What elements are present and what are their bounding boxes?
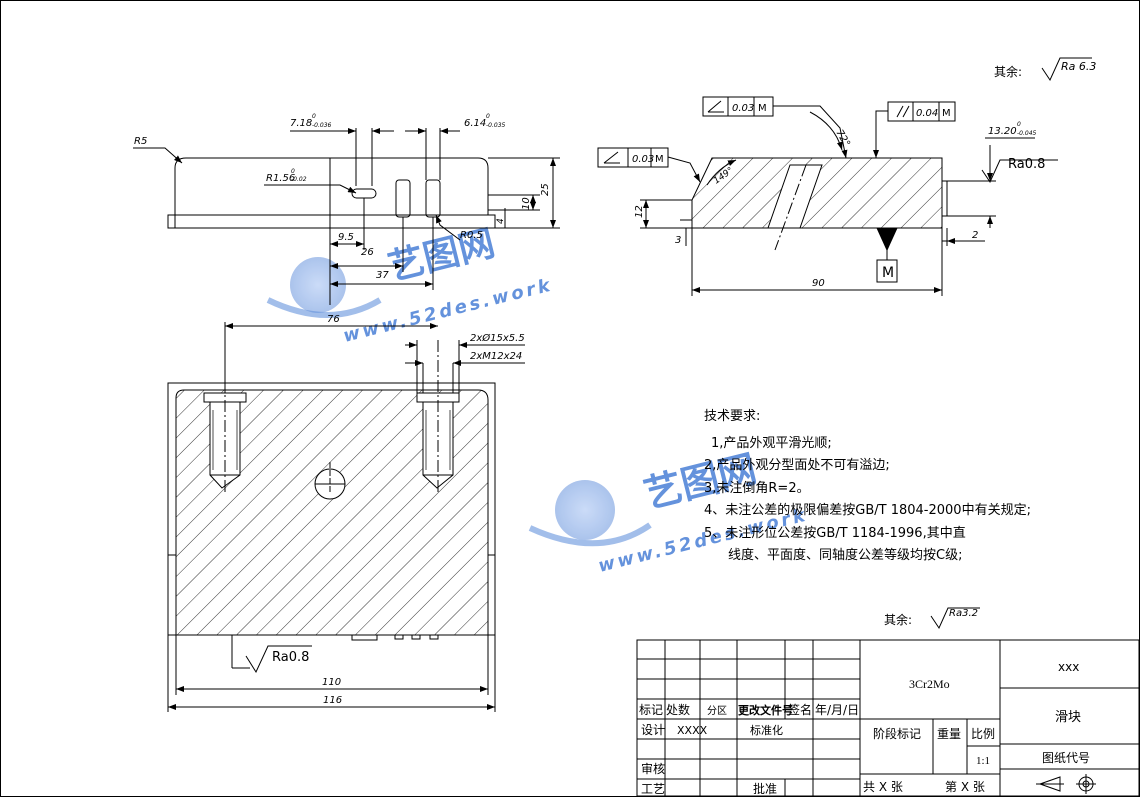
datum-label: M <box>882 265 894 281</box>
dim-2: 2 <box>972 230 978 241</box>
watermark-1: 艺图网 www.52des.work <box>266 223 555 347</box>
tb-part-name: 滑块 <box>1055 710 1081 725</box>
dim-110: 110 <box>322 677 341 688</box>
tb-change-doc: 更改文件号 <box>738 703 793 717</box>
tech-item: 2,产品外观分型面处不可有溢边; <box>704 458 890 473</box>
tech-title: 技术要求: <box>704 409 761 424</box>
watermark-globe-icon <box>555 480 615 540</box>
title-block <box>636 639 1140 797</box>
dim-13-20-tol: -0.045 <box>1017 130 1037 137</box>
dim-6-14-tol: -0.035 <box>486 122 506 129</box>
roughness-other-label: 其余: <box>884 612 912 627</box>
watermark-globe-icon <box>290 257 346 313</box>
fc3-tolerance: 0.04 <box>916 108 938 119</box>
dim-tol-zero: 0 <box>312 113 316 120</box>
tech-item: 1,产品外观平滑光顺; <box>711 435 832 451</box>
roughness-other-bottom: 其余: Ra3.2 <box>884 607 980 630</box>
dim-116: 116 <box>323 695 342 706</box>
hole-callout-1: 2xØ15x5.5 <box>470 332 525 344</box>
tb-zone: 分区 <box>707 705 727 717</box>
tb-design-value: XXXX <box>677 724 708 737</box>
tb-review: 审核 <box>641 761 665 776</box>
roughness-value: Ra3.2 <box>949 608 978 619</box>
roughness-other-label: 其余: <box>994 64 1022 79</box>
side-ra-0-8: Ra0.8 <box>1008 157 1045 172</box>
tech-item: 线度、平面度、同轴度公差等级均按C级; <box>728 548 963 563</box>
dim-7-18-tol: -0.036 <box>312 122 332 129</box>
tb-scale-value: 1:1 <box>976 755 990 767</box>
dim-r1-56-tol: -0.02 <box>291 176 307 183</box>
hole-callout-2: 2xM12x24 <box>470 351 522 362</box>
side-view-labels: 0.03 M 0.03 M 0.04 M 72° 149° 13.20 0 -0… <box>632 103 1045 289</box>
title-block-labels: 标记 处数 分区 更改文件号 签名 年/月/日 设计 XXXX 标准化 审核 工… <box>639 660 1090 796</box>
fc3-datum: M <box>942 108 951 119</box>
fc1-tolerance: 0.03 <box>632 154 654 165</box>
dim-76: 76 <box>327 314 340 325</box>
tb-process: 工艺 <box>641 782 665 796</box>
tb-sheet-num: 第 X 张 <box>945 780 985 794</box>
dim-4: 4 <box>496 218 506 224</box>
section-view <box>167 322 525 712</box>
dim-r1-56: R1.56 <box>266 173 295 184</box>
tb-standardize: 标准化 <box>750 723 783 737</box>
tb-sign: 签名 <box>788 702 812 717</box>
tb-scale-label: 比例 <box>971 727 995 741</box>
side-view <box>597 96 1058 296</box>
tb-count: 处数 <box>666 702 690 717</box>
tb-mark: 标记 <box>639 703 663 717</box>
fc2-tolerance: 0.03 <box>732 103 754 114</box>
dim-90: 90 <box>812 278 825 289</box>
dim-25: 25 <box>540 183 551 196</box>
tb-design: 设计 <box>641 723 665 737</box>
dim-12: 12 <box>634 205 645 218</box>
dim-tol-zero: 0 <box>291 168 295 175</box>
fc2-datum: M <box>758 103 767 114</box>
tech-item: 4、未注公差的极限偏差按GB/T 1804-2000中有关规定; <box>704 503 1031 518</box>
technical-requirements: 技术要求: 1,产品外观平滑光顺; 2,产品外观分型面处不可有溢边; 3,未注倒… <box>704 406 1031 568</box>
dim-r0-5: R0.5 <box>460 230 483 241</box>
roughness-other-top: 其余: Ra 6.3 <box>994 57 1096 82</box>
section-view-labels: 76 2xØ15x5.5 2xM12x24 Ra0.8 110 116 <box>272 314 525 706</box>
dim-3: 3 <box>675 235 681 246</box>
angle-72: 72° <box>833 128 851 149</box>
dim-tol-zero: 0 <box>486 113 490 120</box>
dim-tol-zero: 0 <box>1017 121 1021 128</box>
tb-material: 3Cr2Mo <box>909 677 950 691</box>
tb-date: 年/月/日 <box>815 703 859 717</box>
top-view-labels: R5 7.18 0 -0.036 6.14 0 -0.035 R1.56 0 -… <box>134 113 551 281</box>
dim-9-5: 9.5 <box>338 232 354 243</box>
dim-7-18: 7.18 <box>290 118 312 129</box>
tech-item: 3,未注倒角R=2。 <box>704 480 810 496</box>
tb-stage-label: 阶段标记 <box>873 726 921 741</box>
roughness-value: Ra 6.3 <box>1061 60 1096 73</box>
tb-drawing-no-label: 图纸代号 <box>1042 751 1090 765</box>
tb-weight-label: 重量 <box>937 727 961 741</box>
fc1-datum: M <box>655 154 664 165</box>
tech-item: 5、未注形位公差按GB/T 1184-1996,其中直 <box>704 525 966 541</box>
tb-approve: 批准 <box>753 781 777 796</box>
dim-r5: R5 <box>134 136 147 147</box>
roughness-symbol-icon <box>930 607 980 630</box>
dim-37: 37 <box>376 270 389 281</box>
dim-6-14: 6.14 <box>464 118 486 129</box>
section-ra-0-8: Ra0.8 <box>272 650 309 665</box>
dim-10: 10 <box>521 197 532 210</box>
top-view <box>133 128 560 305</box>
tb-company: xxx <box>1058 660 1079 674</box>
roughness-symbol-icon <box>1041 57 1092 82</box>
tb-sheet-total: 共 X 张 <box>863 780 903 794</box>
dim-13-20: 13.20 <box>988 126 1017 137</box>
dim-26: 26 <box>361 247 374 258</box>
